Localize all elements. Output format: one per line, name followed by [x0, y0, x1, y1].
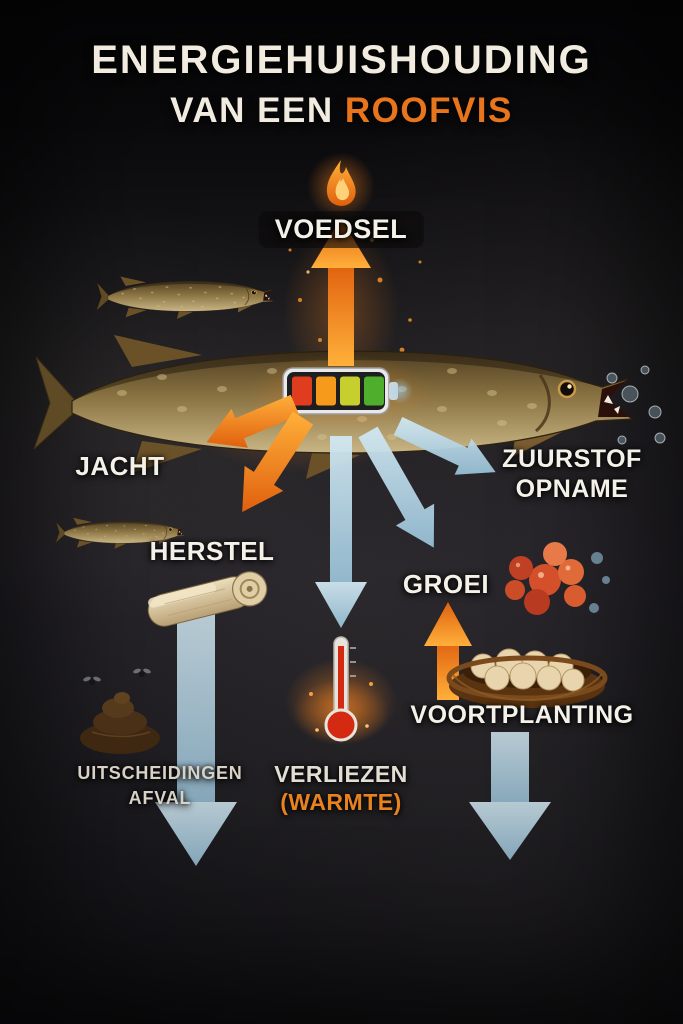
- arrow-voortplanting-down: [469, 732, 551, 860]
- bandage-icon: [147, 571, 268, 627]
- label-zuurstof-line1: ZUURSTOF: [502, 445, 642, 473]
- label-voedsel: VOEDSEL: [258, 211, 424, 248]
- label-verliezen-line2: (WARMTE): [280, 789, 402, 815]
- title-line2-prefix: VAN EEN: [170, 91, 345, 130]
- title-line2-highlight: ROOFVIS: [344, 91, 513, 130]
- nest-icon: [446, 648, 608, 708]
- prey-fish-top-icon: [96, 276, 274, 320]
- fish-roe-icon: [505, 542, 610, 615]
- bubbles-icon: [606, 365, 666, 445]
- thermometer-icon: [293, 636, 389, 744]
- arrow-jacht: [206, 394, 300, 448]
- arrow-groei: [358, 426, 435, 548]
- waste-icon: [80, 668, 160, 754]
- arrow-uitscheidingen-down: [155, 610, 237, 866]
- poster-title: ENERGIEHUISHOUDING VAN EEN ROOFVIS: [0, 38, 683, 131]
- arrow-verliezen-down: [315, 436, 367, 628]
- label-uitscheidingen-line2: AFVAL: [128, 788, 192, 808]
- label-zuurstof-line2: OPNAME: [515, 475, 629, 503]
- label-herstel: HERSTEL: [149, 536, 275, 566]
- label-uitscheidingen-line1: UITSCHEIDINGEN: [77, 763, 243, 783]
- label-groei: GROEI: [402, 569, 490, 599]
- fly-icon: [83, 676, 101, 685]
- label-voortplanting: VOORTPLANTING: [410, 701, 634, 729]
- arrow-zuurstof: [393, 417, 496, 475]
- flame-icon: [326, 160, 356, 206]
- label-uitscheidingen: UITSCHEIDINGEN AFVAL: [77, 761, 242, 811]
- label-zuurstof-opname: ZUURSTOF OPNAME: [502, 444, 642, 504]
- title-line1: ENERGIEHUISHOUDING: [91, 38, 592, 82]
- arrow-herstel: [242, 411, 314, 512]
- label-jacht: JACHT: [75, 451, 165, 481]
- label-verliezen: VERLIEZEN (WARMTE): [274, 760, 408, 816]
- label-verliezen-line1: VERLIEZEN: [274, 761, 408, 787]
- title-line2: VAN EEN ROOFVIS: [0, 91, 683, 131]
- fly-icon: [133, 668, 151, 677]
